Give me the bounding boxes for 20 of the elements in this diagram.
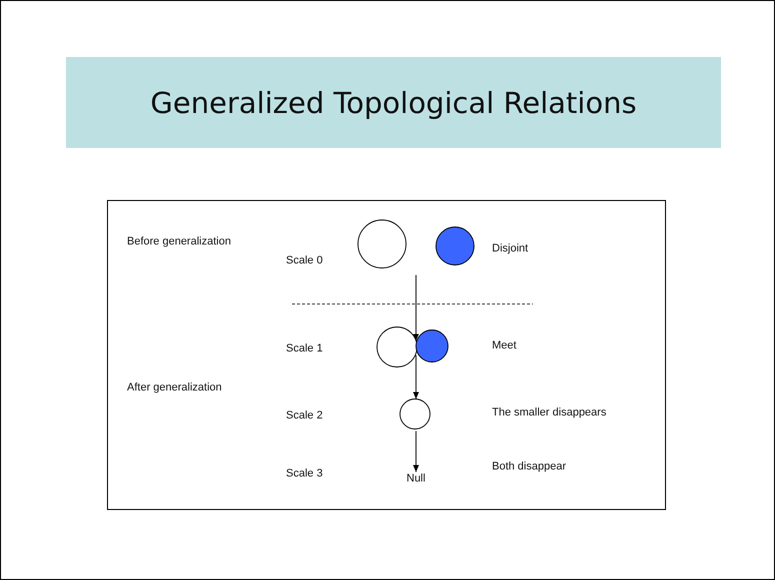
label: After generalization (127, 382, 222, 394)
label: Scale 0 (286, 254, 323, 268)
circle (400, 398, 430, 430)
circle (416, 330, 448, 362)
label: Before generalization (127, 236, 231, 248)
label: Disjoint (492, 242, 528, 256)
arrow (413, 274, 419, 342)
arrow (413, 430, 419, 472)
label: The smaller disappears (492, 406, 606, 420)
circle (376, 326, 418, 368)
arrow (413, 354, 419, 400)
label: Meet (492, 340, 516, 352)
label: Scale 2 (286, 410, 323, 422)
label: Scale 1 (286, 342, 323, 356)
node-text: Null (406, 472, 426, 486)
circle (358, 220, 406, 268)
label: Both disappear (492, 460, 566, 474)
title: Generalized Topological Relations (150, 86, 637, 120)
circle (436, 226, 474, 266)
label: Scale 3 (286, 468, 323, 480)
